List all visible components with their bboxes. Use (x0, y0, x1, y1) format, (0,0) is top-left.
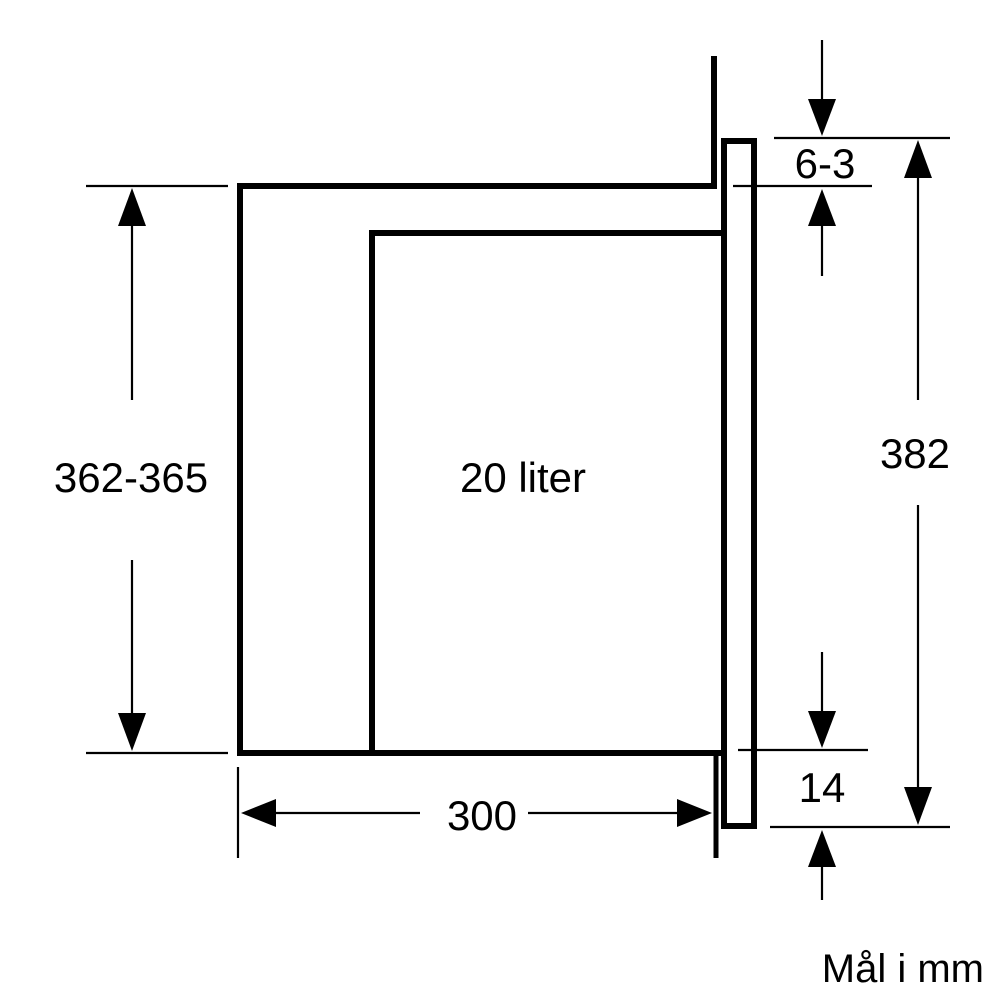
dimension-cavity-height: 362-365 (54, 184, 228, 755)
niche-outline (237, 56, 722, 756)
arrow-up-icon (904, 140, 932, 178)
arrow-down-icon (904, 787, 932, 825)
unit-note: Mål i mm (822, 947, 984, 991)
top-gap-label: 6-3 (795, 140, 856, 187)
arrow-right-icon (677, 799, 712, 827)
dimension-bottom-offset: 14 (738, 652, 868, 900)
arrow-down-icon (808, 99, 836, 136)
bottom-offset-label: 14 (799, 764, 846, 811)
dimension-depth: 300 (236, 767, 712, 858)
front-panel (721, 138, 757, 829)
appliance-volume-label: 20 liter (460, 454, 586, 501)
arrow-left-icon (241, 799, 276, 827)
total-height-label: 382 (880, 430, 950, 477)
arrow-down-icon (808, 711, 836, 748)
arrow-up-icon (808, 830, 836, 867)
arrow-up-icon (808, 189, 836, 226)
dimension-total-height: 382 (770, 136, 950, 829)
appliance-body-outline (369, 230, 722, 753)
dimension-top-gap: 6-3 (733, 40, 872, 276)
arrow-down-icon (118, 713, 146, 751)
cavity-height-label: 362-365 (54, 454, 208, 501)
depth-label: 300 (447, 792, 517, 839)
arrow-up-icon (118, 188, 146, 226)
